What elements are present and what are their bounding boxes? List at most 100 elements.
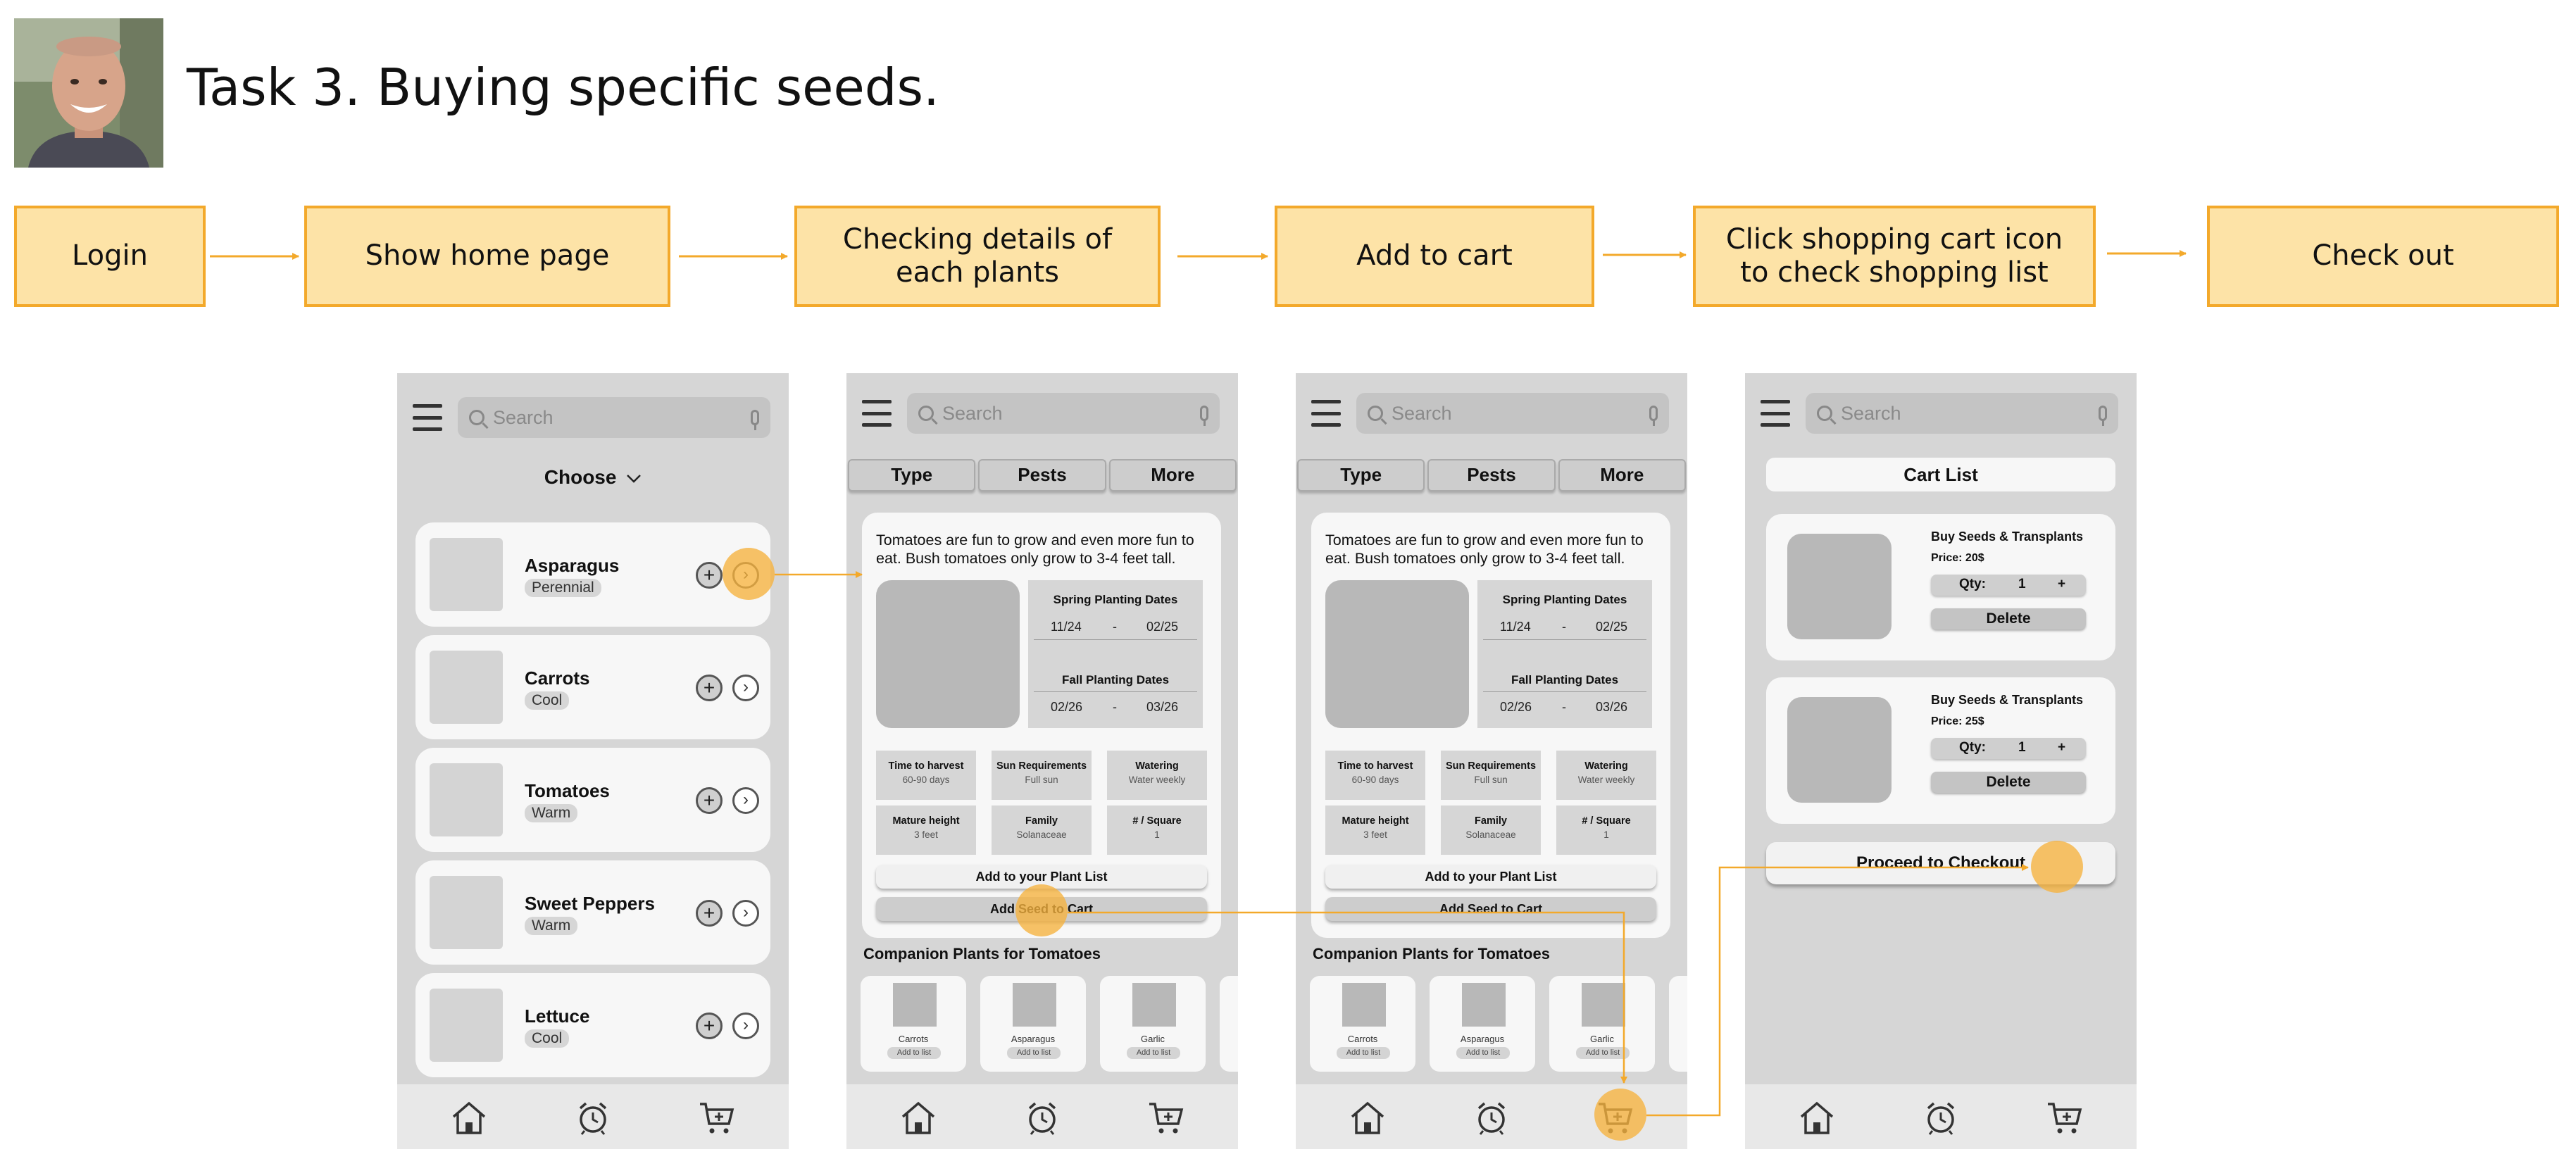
- plant-card[interactable]: Carrots Cool + ›: [415, 635, 770, 739]
- mic-icon[interactable]: [1649, 406, 1658, 426]
- tab-pests[interactable]: Pests: [1427, 459, 1556, 491]
- add-plant-button[interactable]: +: [696, 787, 723, 814]
- stat-label: # / Square: [1132, 815, 1182, 827]
- alarm-clock-icon[interactable]: [573, 1100, 613, 1136]
- plant-card[interactable]: Sweet Peppers Warm + ›: [415, 860, 770, 965]
- cart-plus-icon[interactable]: [697, 1100, 737, 1136]
- add-to-plant-list-button[interactable]: Add to your Plant List: [1325, 865, 1656, 889]
- stat-label: # / Square: [1582, 815, 1631, 827]
- chevron-down-icon: [627, 475, 642, 483]
- add-to-list-button[interactable]: Add to list: [1576, 1047, 1630, 1059]
- alarm-clock-icon[interactable]: [1921, 1100, 1961, 1136]
- companion-image: [1582, 983, 1625, 1027]
- delete-button[interactable]: Delete: [1931, 608, 2086, 629]
- add-plant-button[interactable]: +: [696, 675, 723, 701]
- plant-card[interactable]: Tomatoes Warm + ›: [415, 748, 770, 852]
- add-to-list-button[interactable]: Add to list: [1456, 1047, 1510, 1059]
- spring-end: 02/25: [1596, 620, 1628, 634]
- add-to-list-button[interactable]: Add to list: [1337, 1047, 1390, 1059]
- plant-card[interactable]: Asparagus Perennial + ›: [415, 522, 770, 627]
- menu-icon[interactable]: [1311, 400, 1341, 427]
- menu-icon[interactable]: [1761, 400, 1790, 427]
- companion-card[interactable]: [1669, 976, 1687, 1072]
- cart-title: Cart List: [1766, 458, 2115, 491]
- cart-item-title: Buy Seeds & Transplants: [1931, 529, 2084, 544]
- view-details-button[interactable]: ›: [732, 1013, 759, 1039]
- view-details-button[interactable]: ›: [732, 900, 759, 927]
- top-bar: Search: [1745, 390, 2137, 439]
- add-to-list-button[interactable]: Add to list: [1007, 1047, 1061, 1059]
- add-plant-button[interactable]: +: [696, 562, 723, 589]
- alarm-clock-icon[interactable]: [1023, 1100, 1062, 1136]
- details-screen: Search Type Pests More Tomatoes are fun …: [846, 373, 1238, 1149]
- plant-image: [876, 580, 1020, 728]
- stat-label: Sun Requirements: [1445, 760, 1537, 772]
- cart-plus-icon[interactable]: [2045, 1100, 2084, 1136]
- home-icon[interactable]: [899, 1100, 938, 1136]
- tab-pests[interactable]: Pests: [978, 459, 1106, 491]
- page-title: Task 3. Buying specific seeds.: [187, 58, 939, 117]
- search-input[interactable]: Search: [907, 393, 1220, 434]
- mic-icon[interactable]: [751, 410, 759, 430]
- cart-plus-icon[interactable]: [1146, 1100, 1186, 1136]
- plant-thumbnail: [430, 538, 503, 611]
- home-icon[interactable]: [1797, 1100, 1837, 1136]
- flow-step-label: Show home page: [365, 239, 610, 272]
- tab-type[interactable]: Type: [848, 459, 976, 491]
- quantity-stepper[interactable]: Qty: 1 +: [1931, 575, 2086, 596]
- alarm-clock-icon[interactable]: [1472, 1100, 1511, 1136]
- search-icon: [469, 410, 484, 425]
- choose-dropdown[interactable]: Choose: [397, 466, 789, 489]
- companion-name: Garlic: [1590, 1034, 1614, 1044]
- plant-card[interactable]: Lettuce Cool + ›: [415, 973, 770, 1077]
- add-to-list-button[interactable]: Add to list: [887, 1047, 941, 1059]
- flow-step-label: Check out: [2312, 239, 2454, 272]
- menu-icon[interactable]: [862, 400, 892, 427]
- qty-plus-button[interactable]: +: [2058, 740, 2066, 755]
- view-details-button[interactable]: ›: [732, 675, 759, 701]
- flow-step-add-to-cart: Add to cart: [1275, 206, 1594, 307]
- add-plant-button[interactable]: +: [696, 1013, 723, 1039]
- tab-more[interactable]: More: [1558, 459, 1686, 491]
- menu-icon[interactable]: [413, 404, 442, 431]
- tab-type[interactable]: Type: [1297, 459, 1425, 491]
- add-seed-to-cart-button[interactable]: Add Seed to Cart: [1325, 897, 1656, 921]
- plant-tag: Perennial: [525, 579, 601, 597]
- mic-icon[interactable]: [2099, 406, 2107, 426]
- qty-plus-button[interactable]: +: [2058, 577, 2066, 591]
- delete-button[interactable]: Delete: [1931, 772, 2086, 793]
- companion-image: [1013, 983, 1056, 1027]
- home-icon[interactable]: [449, 1100, 489, 1136]
- stat-value: 3 feet: [914, 829, 938, 840]
- view-details-button[interactable]: ›: [732, 787, 759, 814]
- search-input[interactable]: Search: [458, 397, 770, 438]
- search-input[interactable]: Search: [1356, 393, 1669, 434]
- add-plant-button[interactable]: +: [696, 900, 723, 927]
- home-icon[interactable]: [1348, 1100, 1387, 1136]
- tab-more[interactable]: More: [1108, 459, 1237, 491]
- mic-icon[interactable]: [1200, 406, 1208, 426]
- divider: [1483, 639, 1646, 640]
- fall-dates-title: Fall Planting Dates: [1511, 673, 1619, 687]
- flow-step-label: Add to cart: [1356, 239, 1513, 272]
- companion-name: Carrots: [1347, 1034, 1378, 1044]
- companion-card[interactable]: [1220, 976, 1238, 1072]
- search-icon: [1368, 406, 1383, 421]
- cart-item-title: Buy Seeds & Transplants: [1931, 693, 2084, 707]
- bottom-nav: [846, 1084, 1238, 1149]
- quantity-stepper[interactable]: Qty: 1 +: [1931, 738, 2086, 759]
- search-input[interactable]: Search: [1806, 393, 2118, 434]
- add-to-list-button[interactable]: Add to list: [1127, 1047, 1180, 1059]
- stat-value: Water weekly: [1128, 775, 1186, 785]
- plant-name: Tomatoes: [525, 780, 610, 801]
